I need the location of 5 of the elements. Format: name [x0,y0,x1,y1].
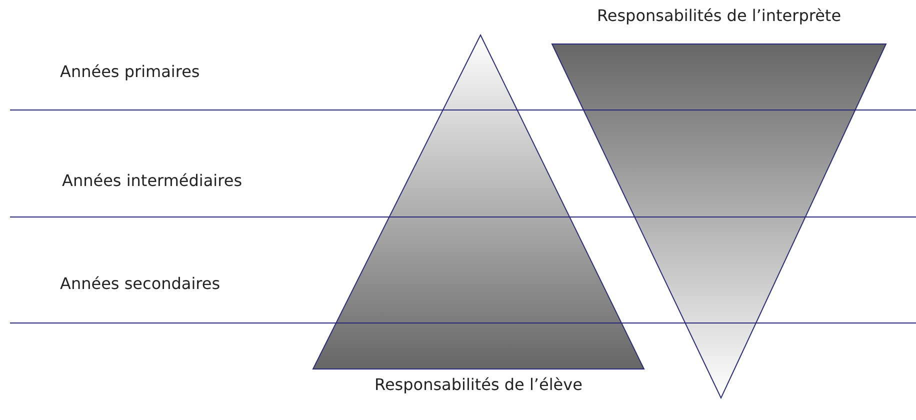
triangle-caption: Responsabilités de l’élève [374,375,584,394]
level-label: Années secondaires [60,274,220,293]
level-label: Années intermédiaires [62,171,242,190]
level-label: Années primaires [60,62,200,81]
triangle-caption: Responsabilités de l’interprète [596,6,842,25]
